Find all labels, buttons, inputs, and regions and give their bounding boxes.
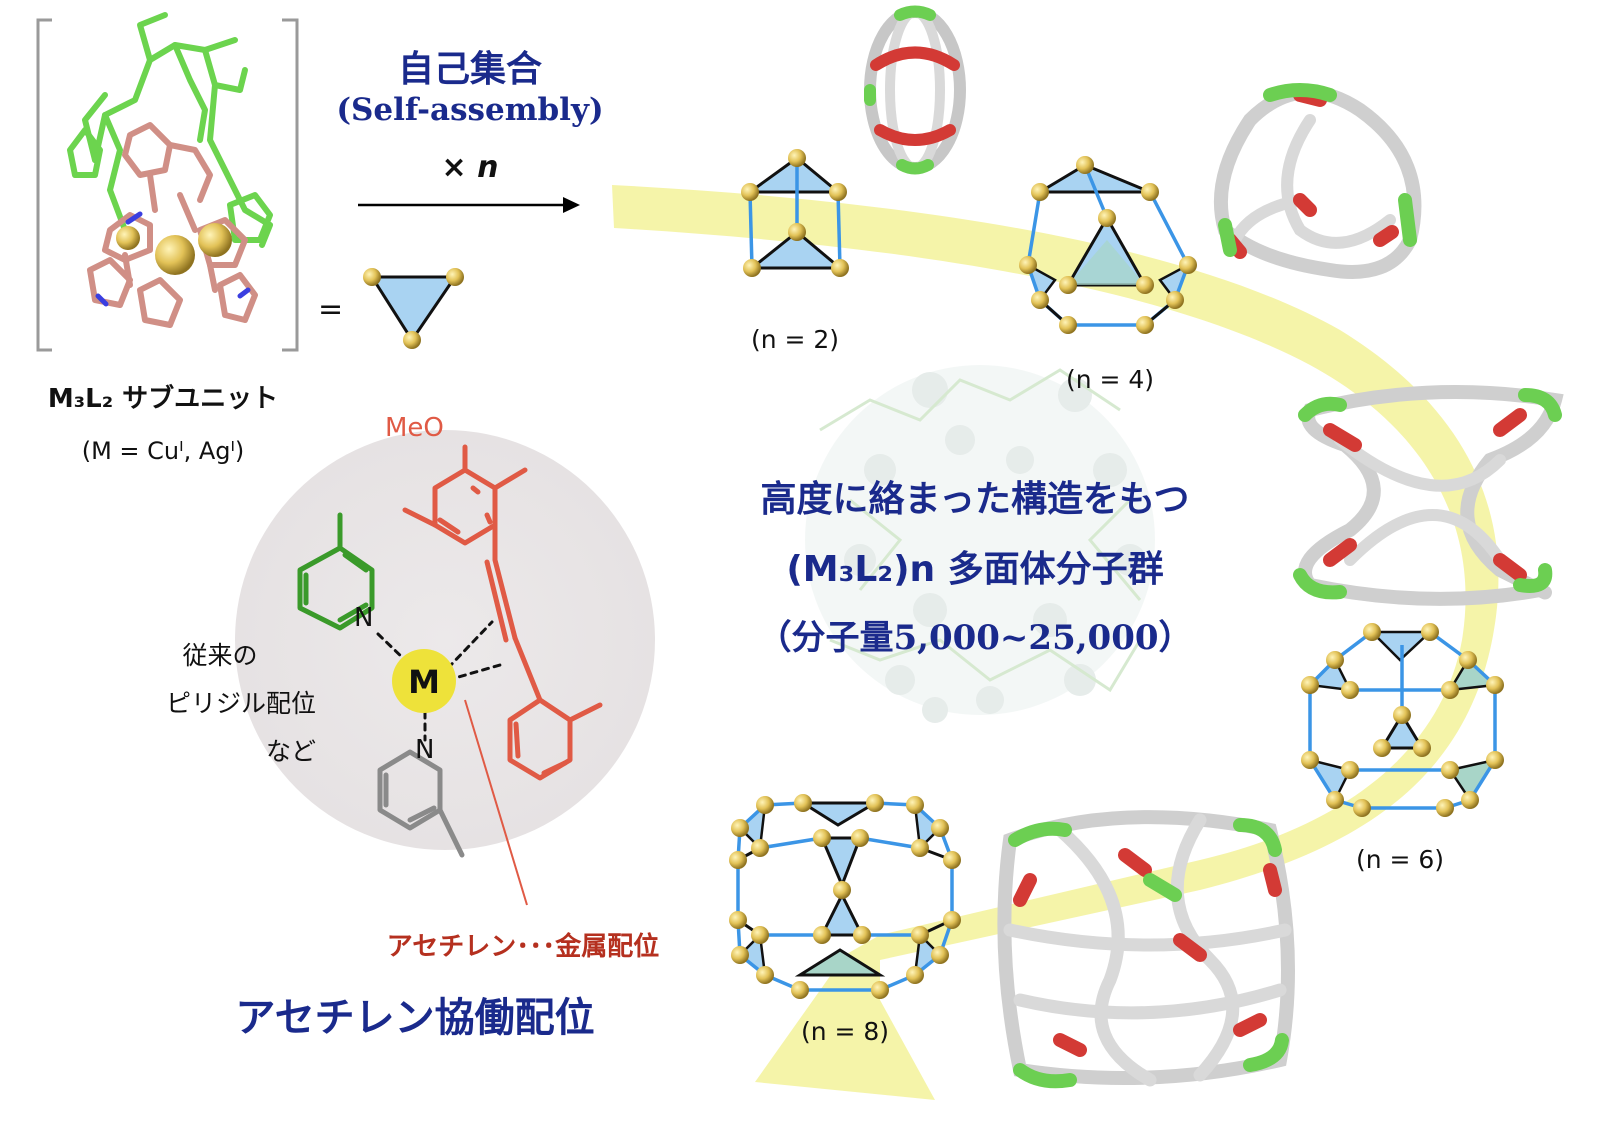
coordination-structure <box>297 444 603 858</box>
knot-n8 <box>997 810 1295 1089</box>
center-line3: （分子量5,000~25,000） <box>757 618 1193 658</box>
subunit-bracket <box>36 18 299 352</box>
acetylene-pointer-line <box>464 699 528 906</box>
knot-n4 <box>1213 83 1422 279</box>
subunit-metals: (M = Cuᴵ, Agᴵ) <box>81 437 245 465</box>
polyhedron-n2 <box>741 149 849 277</box>
center-line1: 高度に絡まった構造をもつ <box>760 479 1190 520</box>
label-n4: (n = 4) <box>1065 365 1155 394</box>
polyhedron-n6 <box>1301 623 1504 817</box>
label-n2: (n = 2) <box>750 325 840 354</box>
assembly-title-ja: 自己集合 <box>397 49 542 90</box>
subunit-molecule <box>67 12 273 328</box>
polyhedron-n4 <box>1019 156 1197 334</box>
subunit-triangle-symbol <box>363 268 464 349</box>
pyridine-n-top: N <box>354 603 374 633</box>
knot-n2 <box>864 5 966 175</box>
pyridine-n-bottom: N <box>415 735 435 765</box>
methoxy-label: MeO <box>385 413 444 443</box>
times-n-label: × n <box>441 150 499 185</box>
metal-label: M <box>408 663 440 701</box>
assembly-arrow <box>358 197 580 213</box>
cooperative-label: アセチレン協働配位 <box>235 995 595 1041</box>
polyhedron-n8 <box>729 794 961 999</box>
metal-center-disc <box>392 649 456 713</box>
subunit-metal-2 <box>198 223 232 257</box>
subunit-metal-1 <box>155 235 195 275</box>
subunit-label: M₃L₂ サブユニット <box>47 384 279 414</box>
background-molecule <box>805 365 1155 723</box>
conventional-line1: 従来の <box>182 641 258 670</box>
acetylene-metal-label: アセチレン･･･金属配位 <box>386 932 660 962</box>
conventional-line3: など <box>265 737 316 766</box>
knot-n6-ribbon <box>1293 385 1564 606</box>
label-n8: (n = 8) <box>800 1017 890 1046</box>
assembly-path-arrow <box>612 185 1499 1100</box>
equals-sign: = <box>318 292 344 327</box>
label-n6: (n = 6) <box>1355 845 1445 874</box>
center-line2: (M₃L₂)n 多面体分子群 <box>786 549 1164 590</box>
assembly-title-en: (Self-assembly) <box>336 92 604 128</box>
conventional-line2: ピリジル配位 <box>165 689 316 718</box>
subunit-metal-3 <box>116 226 140 250</box>
coordination-circle <box>235 430 655 850</box>
